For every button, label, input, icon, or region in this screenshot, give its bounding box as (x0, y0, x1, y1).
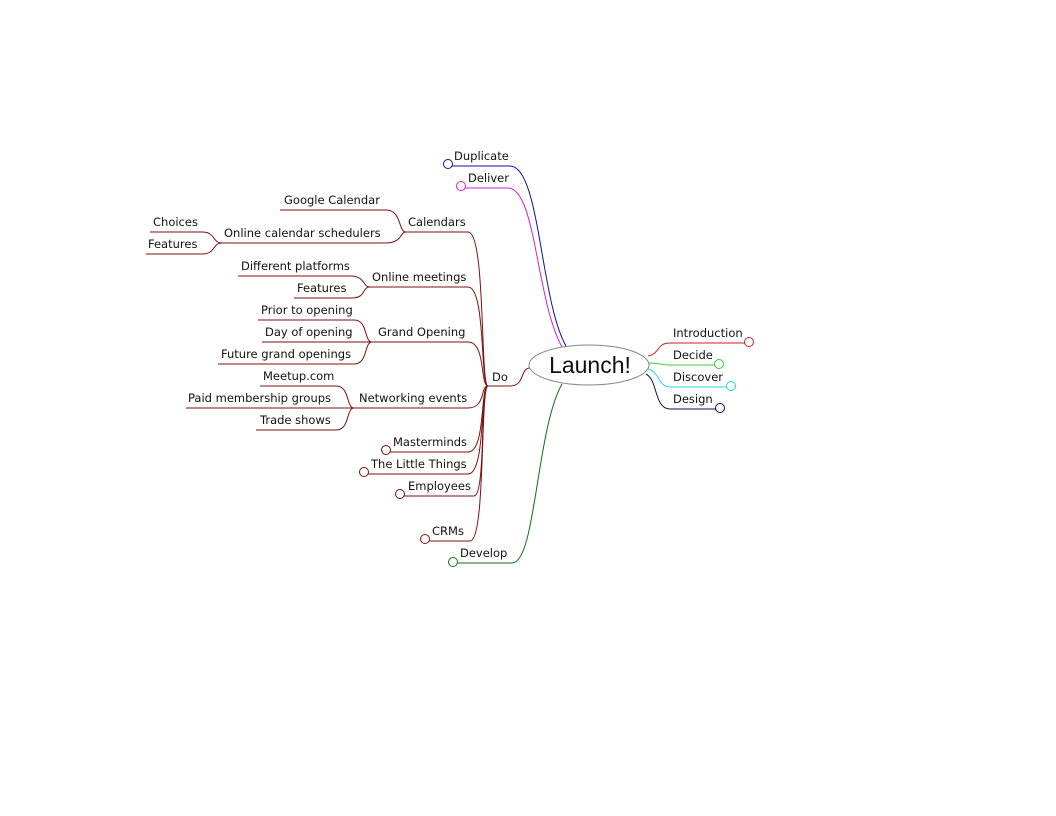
masterminds-label[interactable]: Masterminds (393, 435, 467, 449)
develop-label[interactable]: Develop (460, 546, 507, 560)
prior-to-opening-label[interactable]: Prior to opening (261, 303, 353, 317)
discover-connector (647, 368, 727, 388)
little-things-collapse-circle[interactable] (359, 467, 369, 477)
design-collapse-circle[interactable] (715, 403, 725, 413)
masterminds-collapse-circle[interactable] (381, 445, 391, 455)
schedulers-connector (385, 231, 407, 244)
future-grand-openings-label[interactable]: Future grand openings (221, 347, 351, 361)
duplicate-label[interactable]: Duplicate (454, 149, 509, 163)
crms-collapse-circle[interactable] (420, 534, 430, 544)
online-meetings-label[interactable]: Online meetings (372, 270, 466, 284)
crms-label[interactable]: CRMs (432, 524, 464, 538)
meeting-features-label[interactable]: Features (297, 281, 346, 295)
google-calendar-label[interactable]: Google Calendar (284, 193, 380, 207)
do-label[interactable]: Do (492, 370, 508, 384)
grand-opening-label[interactable]: Grand Opening (378, 325, 465, 339)
different-platforms-label[interactable]: Different platforms (241, 259, 350, 273)
develop-collapse-circle[interactable] (448, 557, 458, 567)
future-openings-connector (353, 341, 373, 365)
introduction-collapse-circle[interactable] (744, 337, 754, 347)
prior-to-opening-connector (353, 319, 373, 343)
grand-opening-connector (467, 341, 489, 387)
trade-shows-connector (335, 407, 355, 431)
central-topic-bubble[interactable] (528, 344, 650, 386)
meetup-label[interactable]: Meetup.com (263, 369, 334, 383)
online-meetings-connector (467, 286, 489, 387)
different-platforms-connector (349, 275, 371, 288)
meetup-connector (335, 385, 355, 409)
design-label[interactable]: Design (673, 392, 713, 406)
day-of-opening-label[interactable]: Day of opening (265, 325, 353, 339)
networking-events-label[interactable]: Networking events (359, 391, 467, 405)
design-connector (645, 373, 716, 410)
duplicate-collapse-circle[interactable] (443, 159, 453, 169)
do-connector (509, 367, 531, 387)
develop-connector (455, 383, 563, 564)
paid-membership-groups-label[interactable]: Paid membership groups (188, 391, 331, 405)
deliver-collapse-circle[interactable] (456, 181, 466, 191)
introduction-connector (647, 342, 745, 357)
do-branch (146, 209, 531, 542)
online-calendar-schedulers-label[interactable]: Online calendar schedulers (224, 226, 381, 240)
calendars-connector (467, 231, 489, 387)
crms-connector (469, 385, 489, 542)
meeting-features-connector (351, 286, 371, 299)
decide-label[interactable]: Decide (673, 348, 713, 362)
calendar-features-label[interactable]: Features (148, 237, 197, 251)
decide-collapse-circle[interactable] (714, 359, 724, 369)
discover-collapse-circle[interactable] (726, 381, 736, 391)
choices-connector (201, 231, 223, 244)
choices-label[interactable]: Choices (153, 215, 198, 229)
central-topic-label: Launch! (549, 352, 631, 378)
google-calendar-connector (385, 209, 407, 233)
little-things-label[interactable]: The Little Things (370, 457, 467, 471)
decide-connector (647, 362, 716, 366)
calendar-features-connector (201, 242, 223, 255)
calendars-label[interactable]: Calendars (408, 215, 466, 229)
employees-label[interactable]: Employees (408, 479, 471, 493)
deliver-connector (462, 187, 563, 348)
trade-shows-label[interactable]: Trade shows (259, 413, 331, 427)
introduction-label[interactable]: Introduction (673, 326, 743, 340)
employees-collapse-circle[interactable] (395, 489, 405, 499)
deliver-label[interactable]: Deliver (468, 171, 509, 185)
discover-label[interactable]: Discover (673, 370, 723, 384)
duplicate-connector (448, 165, 567, 347)
